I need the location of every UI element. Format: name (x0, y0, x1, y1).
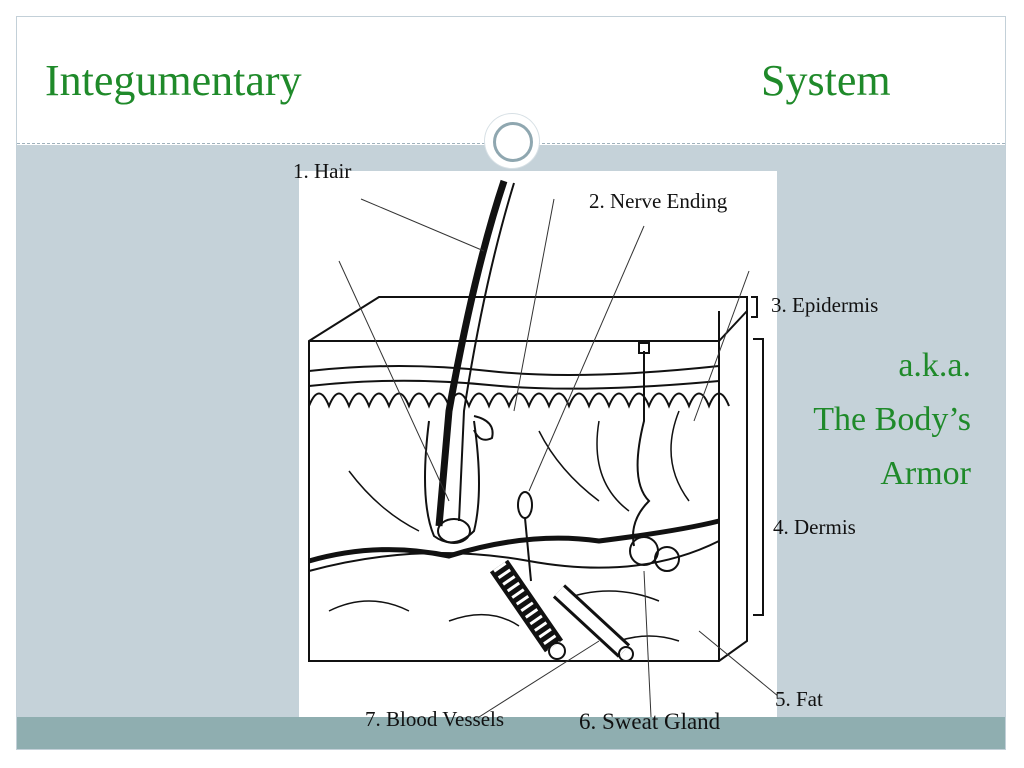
nerve-leader-line (528, 225, 645, 492)
epidermis-line-1 (308, 365, 720, 376)
nerve-fiber (524, 517, 532, 582)
layer-brackets (751, 296, 764, 616)
artery-pattern (493, 562, 560, 650)
slide-title-left: Integumentary (45, 56, 302, 105)
sweat-gland-coil-1 (629, 536, 659, 566)
dermis-leader-line (338, 260, 450, 502)
hair-follicle (424, 420, 480, 544)
dermis-bracket (753, 338, 764, 616)
epidermis-leader-line (693, 270, 750, 422)
capillaries (348, 410, 690, 532)
hair-leader-line (360, 198, 485, 252)
hair-leader-line-2 (513, 198, 555, 412)
fat-lobules (328, 590, 680, 642)
dermal-papillae (308, 392, 730, 409)
circle-ornament-icon (485, 114, 539, 168)
label-fat: 5. Fat (775, 687, 823, 711)
label-blood-vessels: 7. Blood Vessels (365, 707, 505, 731)
vein-inner (554, 586, 629, 656)
hair-bulb (437, 518, 471, 544)
label-dermis: 4. Dermis (773, 515, 856, 539)
slide-title-right: System (761, 56, 891, 105)
label-nerve-ending: 2. Nerve Ending (589, 189, 728, 213)
nerve-receptor (517, 491, 533, 519)
blood-leader-line (478, 640, 600, 718)
skin-diagram (299, 171, 785, 718)
epidermis-bracket (751, 296, 758, 318)
label-sweat-gland: 6. Sweat Gland (579, 709, 721, 734)
hair-shaft-edge (458, 182, 515, 522)
aka-line-1: a.k.a. (898, 347, 971, 384)
skin-block-outline (308, 296, 748, 662)
sweat-gland-coil-2 (654, 546, 680, 572)
slide: Integumentary System (16, 16, 1006, 750)
aka-line-3: Armor (880, 455, 971, 492)
skin-top-edge (309, 310, 748, 342)
hair-shaft (435, 179, 508, 527)
epidermis-line-2 (308, 379, 720, 390)
aka-line-2: The Body’s (813, 401, 971, 438)
label-epidermis: 3. Epidermis (771, 293, 879, 317)
sweat-pore (638, 342, 650, 354)
ornament-ring (493, 122, 533, 162)
artery-opening (548, 642, 566, 660)
sweat-duct (632, 351, 651, 547)
sweat-leader-line (643, 570, 652, 718)
fat-leader-line (698, 630, 785, 702)
footer-band (17, 717, 1005, 749)
skin-diagram-drawing (308, 179, 785, 718)
sebaceous-gland (473, 415, 494, 441)
vein-opening (618, 646, 634, 662)
label-hair: 1. Hair (293, 159, 352, 183)
